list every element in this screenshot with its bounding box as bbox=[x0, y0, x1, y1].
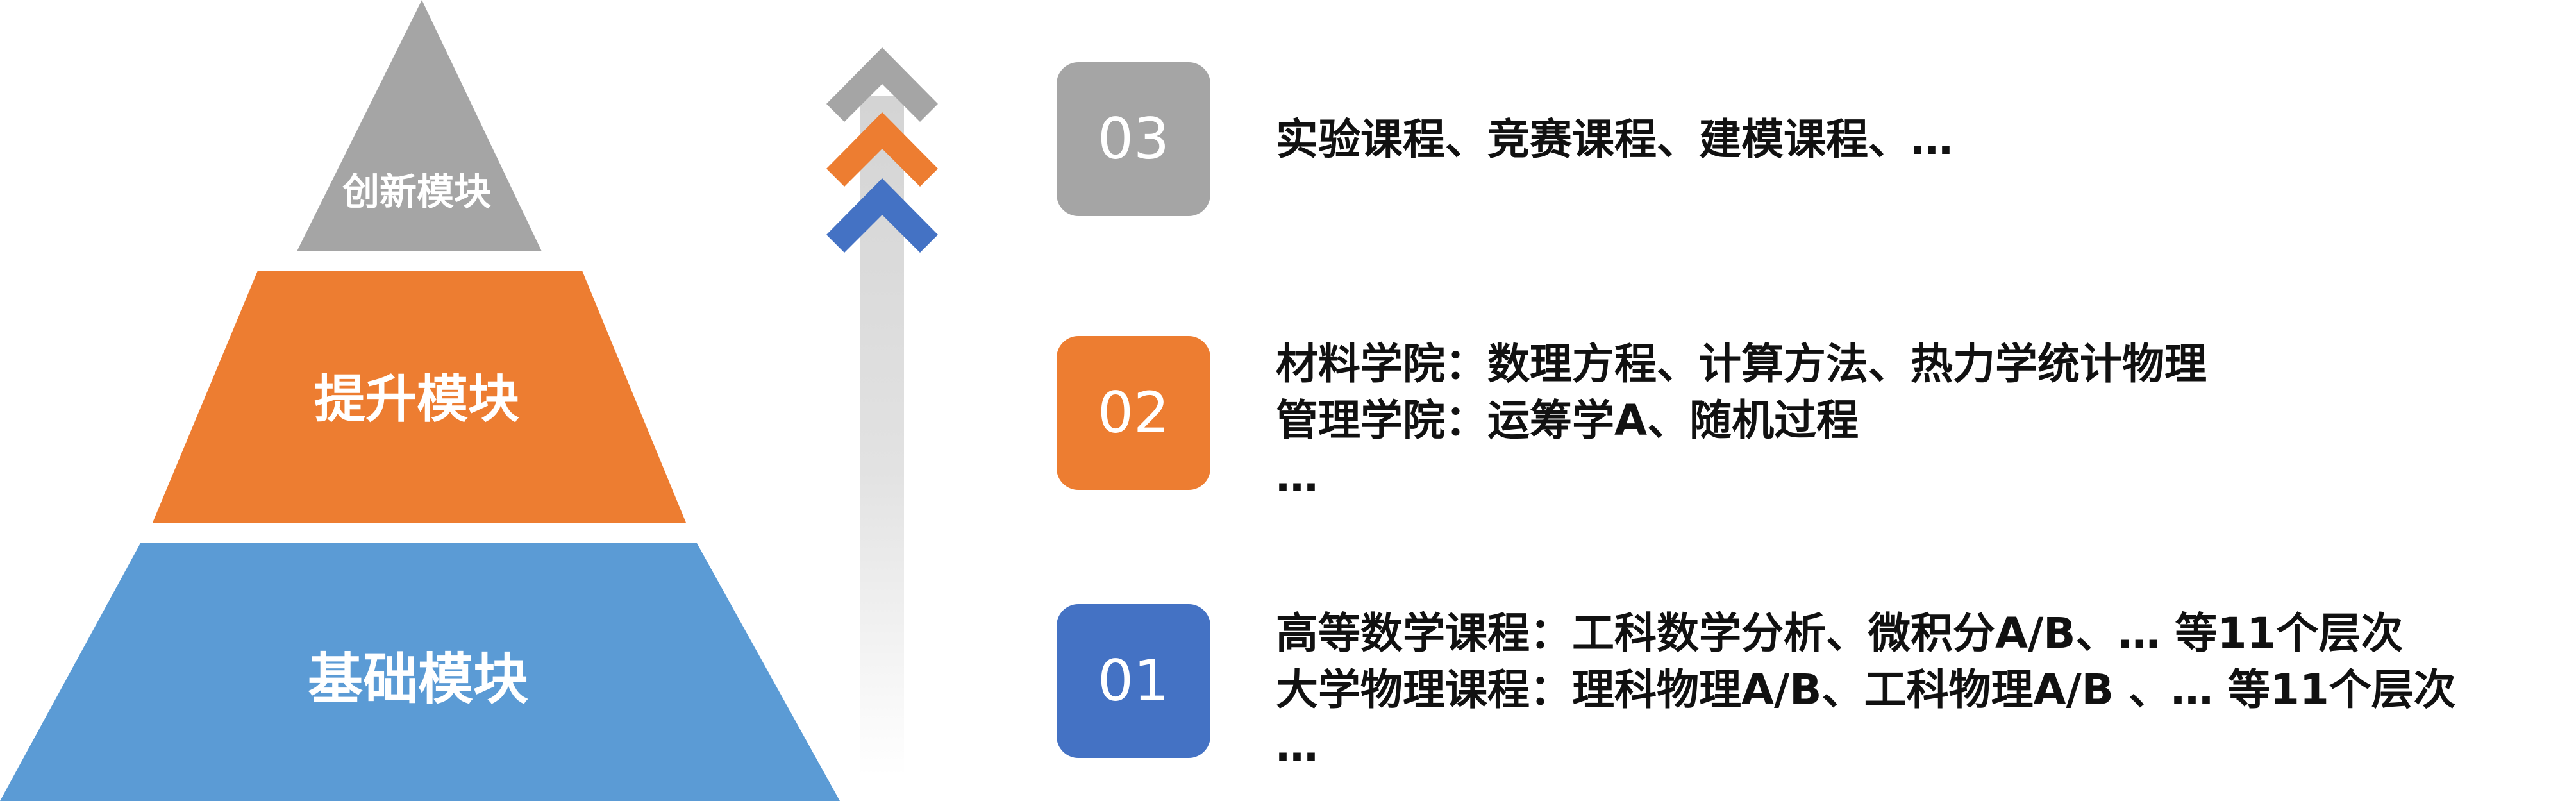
level-text-02: 材料学院：数理方程、计算方法、热力学统计物理 管理学院：运筹学A、随机过程 … bbox=[1276, 336, 2552, 505]
level-text-03: 实验课程、竞赛课程、建模课程、… bbox=[1276, 112, 2552, 168]
level-text-line: 管理学院：运筹学A、随机过程 bbox=[1276, 396, 1859, 445]
pyramid-middle-tier bbox=[153, 271, 686, 523]
pyramid-bottom-label: 基础模块 bbox=[308, 647, 528, 711]
level-text-line: 高等数学课程：工科数学分析、微积分A/B、… 等11个层次 bbox=[1276, 609, 2404, 658]
level-text-line: 材料学院：数理方程、计算方法、热力学统计物理 bbox=[1276, 339, 2207, 389]
chevron-up-icon bbox=[826, 47, 938, 122]
level-badge-02: 02 bbox=[1057, 336, 1210, 490]
pyramid-bottom-tier bbox=[0, 543, 840, 801]
level-text-line: 实验课程、竞赛课程、建模课程、… bbox=[1276, 115, 1953, 164]
chevron-up-icon bbox=[826, 178, 938, 253]
chevron-up-icon bbox=[826, 112, 938, 187]
level-text-01: 高等数学课程：工科数学分析、微积分A/B、… 等11个层次 大学物理课程：理科物… bbox=[1276, 605, 2552, 775]
pyramid-top-tier bbox=[297, 0, 542, 251]
level-text-line: 大学物理课程：理科物理A/B、工科物理A/B 、… 等11个层次 bbox=[1276, 665, 2456, 714]
level-badge-03: 03 bbox=[1057, 62, 1210, 216]
level-text-line: … bbox=[1276, 721, 1318, 771]
pyramid: 创新模块 提升模块 基础模块 bbox=[0, 0, 840, 801]
pyramid-top-label: 创新模块 bbox=[342, 170, 491, 214]
level-badge-01: 01 bbox=[1057, 604, 1210, 758]
pyramid-middle-label: 提升模块 bbox=[314, 369, 519, 429]
upward-arrow bbox=[826, 47, 938, 776]
level-text-line: … bbox=[1276, 452, 1318, 502]
